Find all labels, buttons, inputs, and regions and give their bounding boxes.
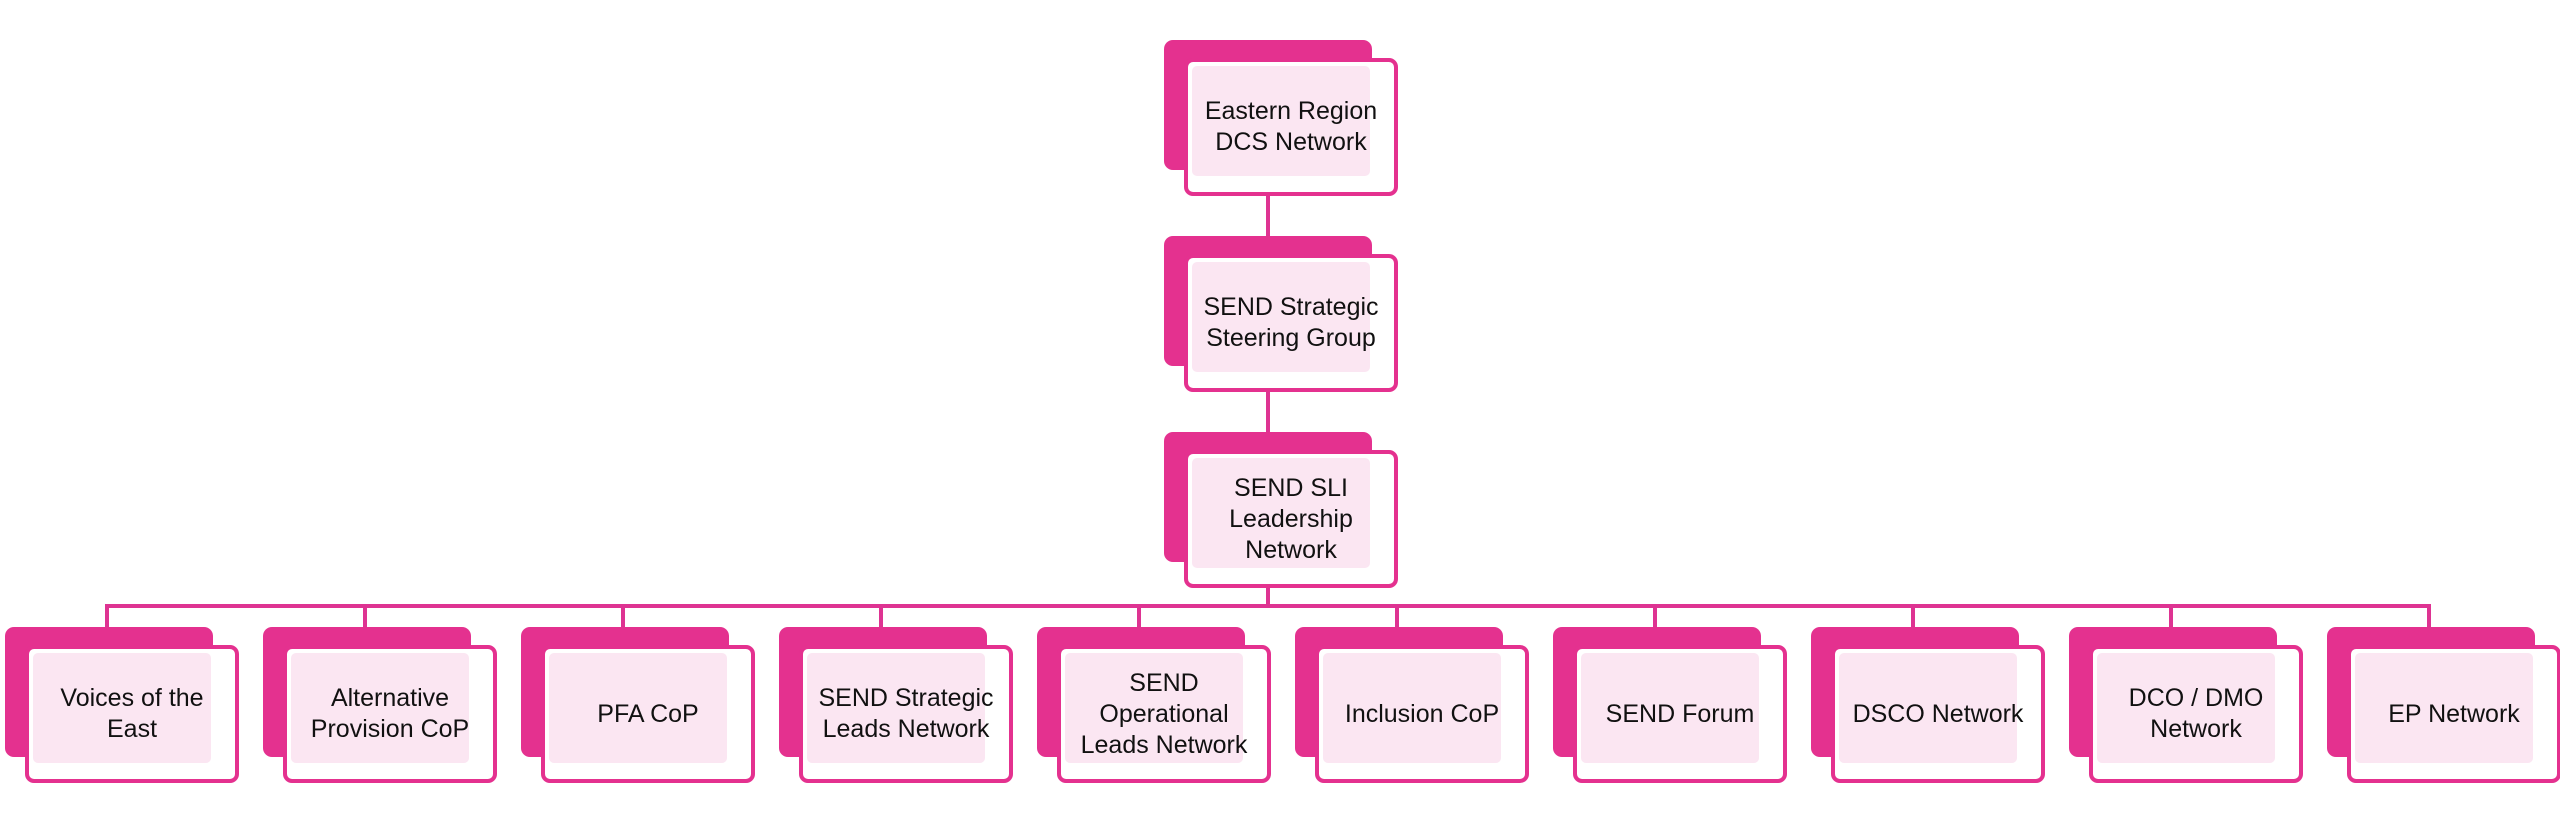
connector-drop [1137,604,1141,627]
node-tint [1323,653,1501,763]
node-label: SEND Strategic Steering Group [1203,293,1379,352]
node-tint [807,653,985,763]
node-card: SEND Operational Leads Network [1057,645,1271,783]
node-child-alternative-provision-cop: Alternative Provision CoP [263,627,497,785]
node-label: DCO / DMO Network [2128,684,2264,743]
connector-drop [1395,604,1399,627]
connector-drop [2427,604,2431,627]
node-tint [1192,262,1370,372]
connector-top-to-steering [1266,194,1270,238]
connector-drop [1911,604,1915,627]
node-child-dco-dmo-network: DCO / DMO Network [2069,627,2303,785]
node-tint [2097,653,2275,763]
connector-drop [879,604,883,627]
connector-drop [2169,604,2173,627]
node-card: SEND SLI Leadership Network [1184,450,1398,588]
node-card: DSCO Network [1831,645,2045,783]
node-child-send-operational-leads-network: SEND Operational Leads Network [1037,627,1271,785]
node-child-ep-network: EP Network [2327,627,2560,785]
node-card: Voices of the East [25,645,239,783]
node-tint [1065,653,1243,763]
node-tint [1192,458,1370,568]
node-label: Inclusion CoP [1344,699,1500,728]
node-card: SEND Strategic Leads Network [799,645,1013,783]
node-tint [549,653,727,763]
node-child-dsco-network: DSCO Network [1811,627,2045,785]
node-tint [2355,653,2533,763]
node-child-send-strategic-leads-network: SEND Strategic Leads Network [779,627,1013,785]
node-child-send-forum: SEND Forum [1553,627,1787,785]
node-label: Alternative Provision CoP [310,684,470,743]
node-send-strategic-steering-group: SEND Strategic Steering Group [1164,236,1398,394]
node-card: EP Network [2347,645,2560,783]
node-card: SEND Strategic Steering Group [1184,254,1398,392]
node-tint [1581,653,1759,763]
node-tint [291,653,469,763]
node-card: PFA CoP [541,645,755,783]
node-label: PFA CoP [597,699,699,728]
node-label: SEND Forum [1605,699,1755,728]
connector-drop [363,604,367,627]
node-tint [33,653,211,763]
node-card: Alternative Provision CoP [283,645,497,783]
node-label: SEND Operational Leads Network [1080,668,1248,759]
node-tint [1839,653,2017,763]
node-label: SEND SLI Leadership Network [1229,473,1353,564]
node-card: DCO / DMO Network [2089,645,2303,783]
node-card: Inclusion CoP [1315,645,1529,783]
node-card: Eastern Region DCS Network [1184,58,1398,196]
node-child-pfa-cop: PFA CoP [521,627,755,785]
node-label: SEND Strategic Leads Network [818,684,994,743]
connector-leadership-stem [1266,586,1270,606]
node-tint [1192,66,1370,176]
connector-steering-to-leadership [1266,390,1270,434]
node-label: Eastern Region DCS Network [1204,97,1378,156]
connector-drop [105,604,109,627]
node-child-voices-of-the-east: Voices of the East [5,627,239,785]
connector-bus [105,604,2431,608]
node-label: Voices of the East [60,684,204,743]
node-send-sli-leadership-network: SEND SLI Leadership Network [1164,432,1398,590]
connector-drop [1653,604,1657,627]
connector-drop [621,604,625,627]
node-label: EP Network [2388,699,2520,728]
node-label: DSCO Network [1852,699,2024,728]
node-eastern-region-dcs-network: Eastern Region DCS Network [1164,40,1398,198]
node-child-inclusion-cop: Inclusion CoP [1295,627,1529,785]
node-card: SEND Forum [1573,645,1787,783]
